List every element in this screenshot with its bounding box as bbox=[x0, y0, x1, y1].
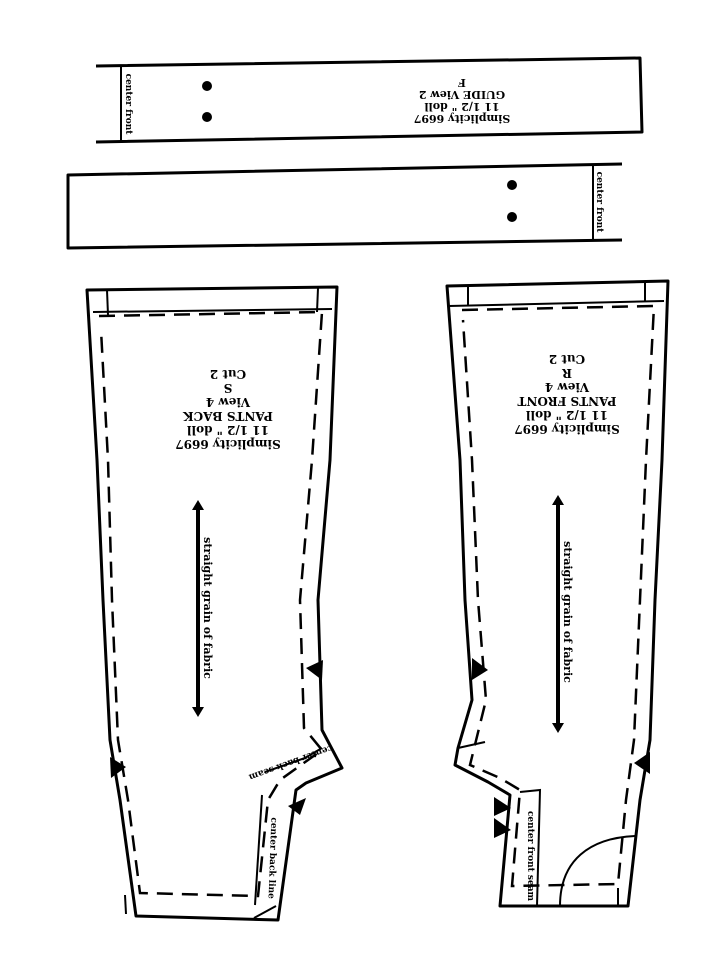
pants-front-pocket-curve bbox=[559, 835, 636, 907]
guide-strip-bottom-dot-lower bbox=[507, 212, 517, 222]
guide-strip-top-line-2: 11 1/2 " doll bbox=[424, 100, 499, 113]
guide-strip-top-dot-lower bbox=[202, 112, 212, 122]
pants-back-seam-curve bbox=[264, 747, 323, 773]
pants-back-notch-side bbox=[110, 757, 126, 778]
pants-back-piece: Simplicity 6697 11 1/2 " doll PANTS BACK… bbox=[85, 285, 344, 922]
pants-back-center-back-line bbox=[254, 794, 263, 906]
pants-back-line-label: center back line bbox=[266, 817, 279, 899]
pants-front-piece: Simplicity 6697 11 1/2 " doll PANTS FRON… bbox=[445, 279, 670, 908]
guide-strip-bottom: center front bbox=[66, 162, 623, 250]
pants-back-outline bbox=[85, 285, 344, 922]
pants-front-outline bbox=[445, 279, 670, 908]
pants-front-seam-label: center front seam bbox=[525, 811, 535, 902]
pants-front-grain-label: straight grain of fabric bbox=[561, 541, 574, 683]
pants-front-center-front-line bbox=[519, 788, 542, 907]
pants-front-line-6: Cut 2 bbox=[549, 352, 585, 366]
pants-back-tick-right bbox=[316, 287, 319, 313]
pants-back-hem-tick-left bbox=[124, 894, 127, 915]
pants-back-line-5: S bbox=[224, 381, 233, 395]
pants-back-stitch-line bbox=[98, 310, 324, 898]
pants-back-label-block: Simplicity 6697 11 1/2 " doll PANTS BACK… bbox=[175, 367, 280, 451]
pants-back-waist-inner bbox=[92, 308, 333, 313]
guide-strip-top: center front Simplicity 6697 11 1/2 " do… bbox=[95, 56, 644, 144]
pants-front-notch-side bbox=[634, 752, 650, 774]
pants-front-line-4: View 4 bbox=[545, 380, 590, 394]
pants-front-notch-seam-2 bbox=[494, 818, 511, 838]
guide-strip-top-line-1: Simplicity 6697 bbox=[414, 112, 511, 125]
pants-front-line-1: Simplicity 6697 bbox=[514, 422, 619, 436]
pants-back-notch-seam bbox=[288, 798, 306, 815]
pants-front-line-2: 11 1/2 " doll bbox=[526, 408, 609, 422]
pants-front-notch-seam-1 bbox=[494, 797, 511, 816]
guide-strip-bottom-edge-label: center front bbox=[594, 172, 604, 234]
pants-front-line-5: R bbox=[561, 366, 572, 380]
guide-strip-bottom-dot-upper bbox=[507, 180, 517, 190]
pants-front-line-3: PANTS FRONT bbox=[517, 394, 616, 408]
pants-back-tick-left bbox=[106, 289, 109, 316]
guide-strip-top-label-block: Simplicity 6697 11 1/2 " doll GUIDE View… bbox=[414, 76, 511, 125]
pants-front-stitch-line bbox=[461, 304, 656, 888]
pants-front-notch-inseam bbox=[472, 658, 488, 680]
pants-back-notch-inseam bbox=[306, 660, 323, 680]
guide-strip-top-edge-label: center front bbox=[123, 74, 133, 136]
pants-front-seam-tick bbox=[457, 741, 486, 749]
pants-back-hem-tick-right bbox=[253, 905, 277, 919]
guide-strip-bottom-outline bbox=[66, 162, 623, 250]
pants-back-line-2: 11 1/2 " doll bbox=[187, 423, 270, 437]
guide-strip-top-line-4: F bbox=[458, 76, 466, 89]
pants-back-line-3: PANTS BACK bbox=[183, 409, 273, 423]
pants-back-grain-label: straight grain of fabric bbox=[201, 537, 214, 679]
pants-front-label-block: Simplicity 6697 11 1/2 " doll PANTS FRON… bbox=[514, 352, 619, 436]
pants-back-line-4: View 4 bbox=[206, 395, 251, 409]
guide-strip-top-line-3: GUIDE View 2 bbox=[419, 88, 505, 101]
guide-strip-top-dot-upper bbox=[202, 81, 212, 91]
pants-back-line-1: Simplicity 6697 bbox=[175, 437, 280, 451]
pants-front-waist-inner bbox=[448, 300, 665, 307]
pants-back-line-6: Cut 2 bbox=[210, 367, 246, 381]
guide-strip-top-outline bbox=[95, 56, 644, 144]
